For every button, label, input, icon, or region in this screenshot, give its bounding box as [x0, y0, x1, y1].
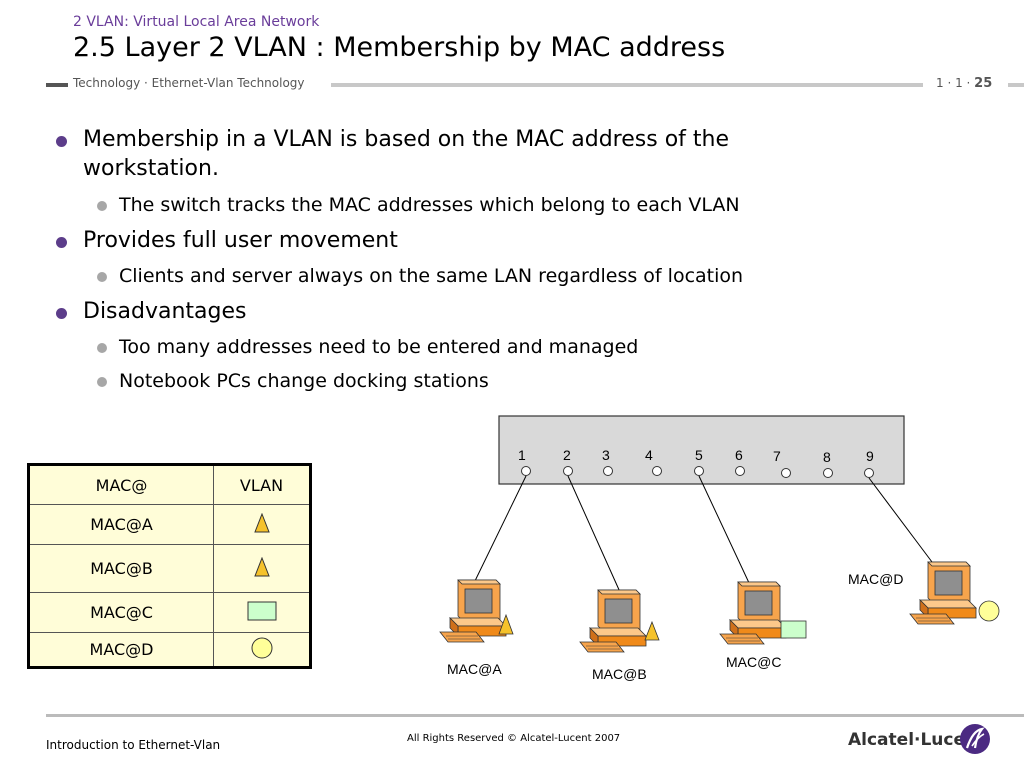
section-kicker: 2 VLAN: Virtual Local Area Network [73, 14, 320, 30]
port-label: 6 [735, 447, 743, 463]
port-label: 7 [773, 448, 781, 464]
port-label: 3 [602, 447, 610, 463]
computer-icon [909, 561, 977, 625]
switch-port [735, 466, 745, 476]
table-row: MAC@D [28, 632, 311, 668]
switch-port [864, 468, 874, 478]
triangle-vlan-icon [253, 556, 270, 576]
table-cell-vlan [213, 504, 311, 545]
table-cell-mac: MAC@B [28, 544, 214, 593]
switch-port [563, 466, 573, 476]
workstation-label: MAC@D [848, 571, 903, 587]
rectangle-vlan-icon [780, 620, 807, 639]
circle-vlan-icon [251, 637, 272, 658]
table-cell-mac: MAC@C [28, 592, 214, 633]
bullet-item: Provides full user movement [56, 228, 836, 258]
bullet-dot [56, 308, 67, 319]
footer-course-title: Introduction to Ethernet-Vlan [46, 738, 221, 752]
table-row: MAC@B [28, 544, 311, 593]
bullet-text: Disadvantages [83, 299, 247, 324]
cable-line [567, 475, 621, 593]
header-rule [331, 83, 923, 87]
sub-bullet-item: Notebook PCs change docking stations [97, 370, 877, 396]
port-label: 5 [695, 447, 703, 463]
page-indicator: 1 · 1 · 25 [936, 76, 992, 91]
bullet-text: Membership in a VLAN is based on the MAC… [83, 127, 729, 152]
port-label: 2 [563, 447, 571, 463]
header-rule-left [46, 83, 68, 87]
page-number: 25 [974, 76, 993, 91]
rectangle-vlan-icon [247, 601, 276, 620]
bullet-dot [56, 237, 67, 248]
circle-vlan-icon [978, 600, 1000, 622]
port-label: 8 [823, 449, 831, 465]
triangle-vlan-icon [644, 620, 660, 641]
switch-port [652, 466, 662, 476]
bullet-item: Membership in a VLAN is based on the MAC… [56, 127, 836, 187]
header-rule-right [1008, 83, 1024, 87]
sub-bullet-text: Notebook PCs change docking stations [119, 370, 489, 392]
port-label: 9 [866, 448, 874, 464]
table-cell-mac: MAC@D [28, 632, 214, 668]
switch-port [823, 468, 833, 478]
sub-bullet-item: Clients and server always on the same LA… [97, 265, 897, 291]
mac-vlan-table: MAC@ VLAN MAC@A MAC@B MAC@C MAC@D [27, 463, 312, 669]
footer-copyright: All Rights Reserved © Alcatel-Lucent 200… [407, 733, 621, 744]
computer-icon [439, 579, 507, 643]
computer-icon [719, 581, 787, 645]
topic-breadcrumb: Technology · Ethernet-Vlan Technology [73, 76, 305, 90]
triangle-vlan-icon [253, 512, 270, 532]
bullet-item: Disadvantages [56, 299, 836, 329]
sub-bullet-text: Clients and server always on the same LA… [119, 265, 744, 287]
bullet-text: Provides full user movement [83, 228, 398, 253]
port-label: 1 [518, 447, 526, 463]
port-label: 4 [645, 447, 653, 463]
sub-bullet-text: The switch tracks the MAC addresses whic… [119, 194, 740, 216]
table-row: MAC@A [28, 504, 311, 545]
page-title: 2.5 Layer 2 VLAN : Membership by MAC add… [73, 32, 726, 63]
switch-port [694, 466, 704, 476]
switch-port [603, 466, 613, 476]
workstation-label: MAC@B [592, 666, 647, 682]
brand-wordmark: Alcatel·Lucent [848, 730, 986, 750]
sub-bullet-item: Too many addresses need to be entered an… [97, 336, 877, 362]
sub-bullet-dot [97, 343, 107, 353]
alcatel-lucent-logo [960, 724, 990, 754]
sub-bullet-dot [97, 377, 107, 387]
bullet-dot [56, 136, 67, 147]
table-cell-vlan [213, 632, 311, 668]
bullet-continuation: workstation. [83, 156, 219, 181]
sub-bullet-dot [97, 272, 107, 282]
switch-port [521, 466, 531, 476]
switch-port [781, 468, 791, 478]
table-row: MAC@C [28, 592, 311, 633]
cable-line [698, 475, 751, 586]
triangle-vlan-icon [498, 613, 514, 635]
sub-bullet-item: The switch tracks the MAC addresses whic… [97, 194, 877, 220]
workstation-label: MAC@C [726, 654, 781, 670]
cable-line [868, 477, 939, 571]
page-prefix: 1 · 1 · [936, 76, 971, 90]
sub-bullet-dot [97, 201, 107, 211]
sub-bullet-text: Too many addresses need to be entered an… [119, 336, 639, 358]
table-cell-vlan [213, 544, 311, 593]
network-diagram: 1 2 3 4 5 6 7 8 9 MAC@A MAC@B MAC@C MAC@… [439, 415, 1000, 682]
table-cell-mac: MAC@A [28, 504, 214, 545]
cable-line [472, 475, 527, 586]
computer-icon [579, 589, 647, 653]
footer-rule [46, 714, 1024, 717]
workstation-label: MAC@A [447, 661, 502, 677]
